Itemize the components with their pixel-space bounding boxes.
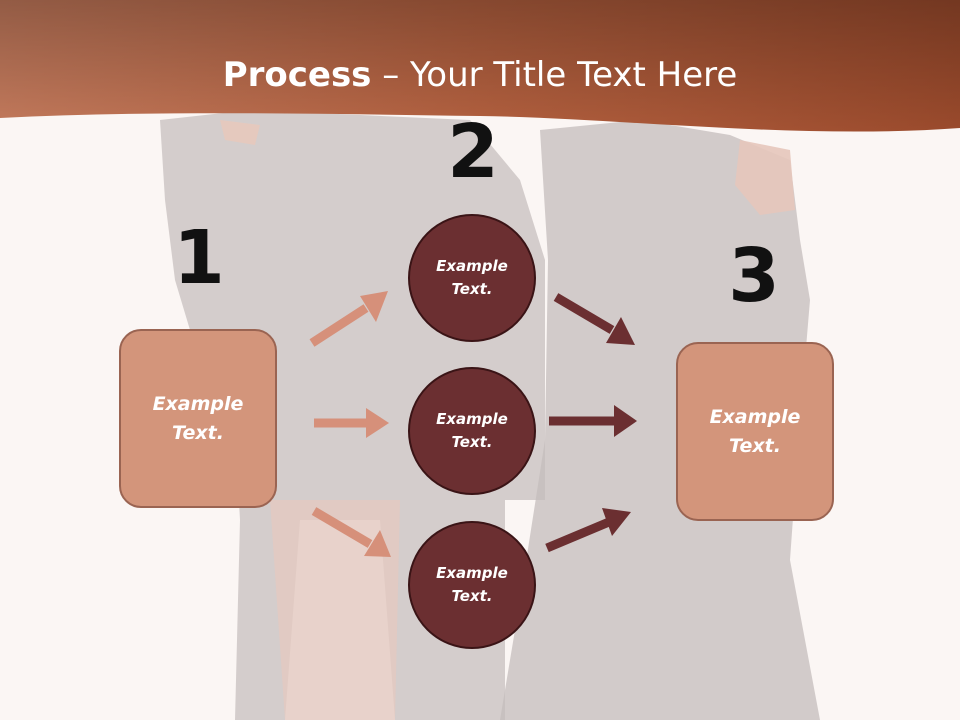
title-rest: – Your Title Text Here: [371, 55, 738, 95]
left-box-text: Example Text.: [152, 392, 244, 444]
left-process-box: Example Text.: [119, 329, 277, 508]
title-bold: Process: [222, 55, 372, 95]
hand-right: [735, 140, 795, 215]
circle-bottom-text: Example Text.: [436, 564, 508, 605]
figure-left-legs: [270, 500, 400, 720]
circle-top-text: Example Text.: [436, 257, 508, 298]
page-title: Process – Your Title Text Here: [0, 52, 960, 98]
step-number-1: 1: [173, 215, 225, 301]
right-box-text: Example Text.: [709, 405, 801, 457]
circle-bottom: Example Text.: [408, 521, 536, 649]
circle-middle: Example Text.: [408, 367, 536, 495]
circle-middle-text: Example Text.: [436, 410, 508, 451]
figure-right-silhouette: [500, 120, 820, 720]
right-process-box: Example Text.: [676, 342, 834, 521]
step-number-3: 3: [728, 233, 780, 319]
hand-left: [220, 120, 260, 145]
circle-top: Example Text.: [408, 214, 536, 342]
step-number-2: 2: [447, 109, 499, 195]
